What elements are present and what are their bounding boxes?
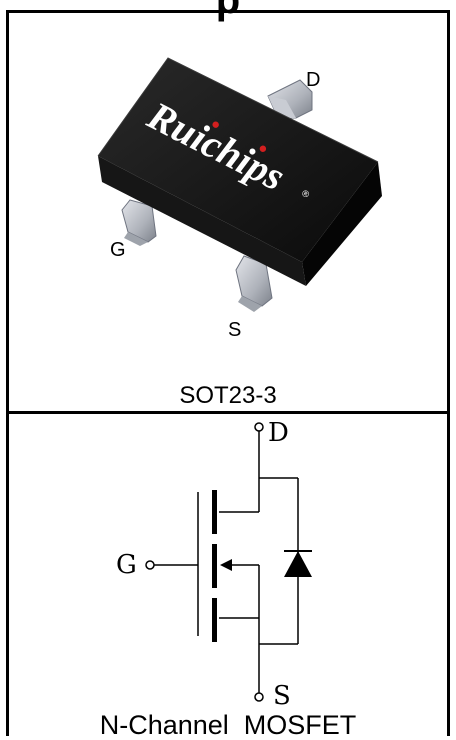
schematic-gate-label: G <box>116 550 137 580</box>
logo-dot-i2 <box>259 145 267 152</box>
mosfet-caption: N-Channel MOSFET <box>99 710 357 740</box>
lead-s <box>235 255 273 312</box>
pin-label-d: D <box>306 69 321 91</box>
gate-terminal <box>145 560 155 570</box>
pin-label-s: S <box>228 319 242 341</box>
logo-dot-i1 <box>212 121 219 128</box>
package-type-label: SOT23-3 <box>179 382 277 409</box>
section-divider <box>6 411 450 414</box>
lead-g <box>121 199 157 246</box>
drain-terminal <box>254 422 264 432</box>
registered-mark: ® <box>299 188 312 201</box>
channel-arrow <box>220 559 232 571</box>
schematic-source-label: S <box>273 681 291 711</box>
package-body <box>97 57 382 286</box>
schematic-drain-label: D <box>268 418 289 448</box>
pin-label-g: G <box>110 239 126 261</box>
source-terminal <box>254 692 264 702</box>
body-diode <box>284 550 312 577</box>
channel-segments <box>212 490 217 642</box>
figure-border <box>6 10 450 736</box>
